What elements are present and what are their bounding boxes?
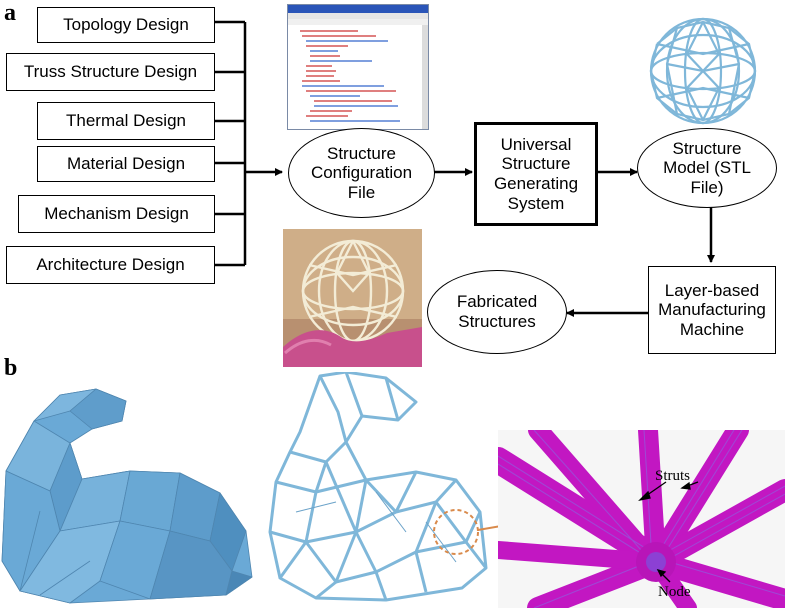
architecture-design-label: Architecture Design	[36, 255, 185, 275]
node-label: Node	[658, 584, 691, 600]
node-struts-closeup-icon: Struts Node	[498, 430, 785, 608]
panel-b-label: b	[4, 355, 18, 381]
mechanism-design-label: Mechanism Design	[44, 204, 189, 224]
material-design-box: Material Design	[37, 146, 215, 182]
solid-bunny-model	[1, 388, 253, 604]
mechanism-design-box: Mechanism Design	[18, 195, 215, 233]
thermal-design-box: Thermal Design	[37, 102, 215, 140]
architecture-design-box: Architecture Design	[6, 246, 215, 284]
xml-editor-window-icon	[288, 5, 428, 129]
truss-structure-design-label: Truss Structure Design	[23, 62, 198, 82]
zoom-region-marker	[433, 509, 479, 555]
config-file-screenshot	[287, 4, 429, 130]
layer-based-manufacturing-machine-label: Layer-based Manufacturing Machine	[658, 280, 766, 339]
structure-model-stl-label: Structure Model (STL File)	[663, 138, 751, 197]
universal-structure-generating-system-box: Universal Structure Generating System	[474, 122, 598, 226]
fabricated-structures-label: Fabricated Structures	[456, 292, 538, 331]
structure-configuration-file-label: Structure Configuration File	[310, 143, 413, 202]
topology-design-label: Topology Design	[63, 15, 189, 35]
universal-structure-generating-system-label: Universal Structure Generating System	[493, 134, 579, 213]
fabricated-sphere-photo	[283, 229, 422, 367]
material-design-label: Material Design	[66, 154, 186, 174]
lattice-sphere-render	[649, 17, 757, 125]
structure-model-stl-node: Structure Model (STL File)	[637, 128, 777, 208]
panel-a-label: a	[4, 0, 16, 26]
fabricated-lattice-sphere-icon	[283, 229, 422, 367]
struts-label: Struts	[655, 468, 690, 484]
thermal-design-label: Thermal Design	[66, 111, 186, 131]
layer-based-manufacturing-machine-box: Layer-based Manufacturing Machine	[648, 266, 776, 354]
structure-configuration-file-node: Structure Configuration File	[288, 128, 435, 218]
truss-structure-design-box: Truss Structure Design	[6, 53, 215, 91]
topology-design-box: Topology Design	[37, 7, 215, 43]
node-closeup-render: Struts Node	[498, 430, 785, 608]
fabricated-structures-node: Fabricated Structures	[427, 270, 567, 354]
lattice-bunny-model	[268, 372, 488, 602]
